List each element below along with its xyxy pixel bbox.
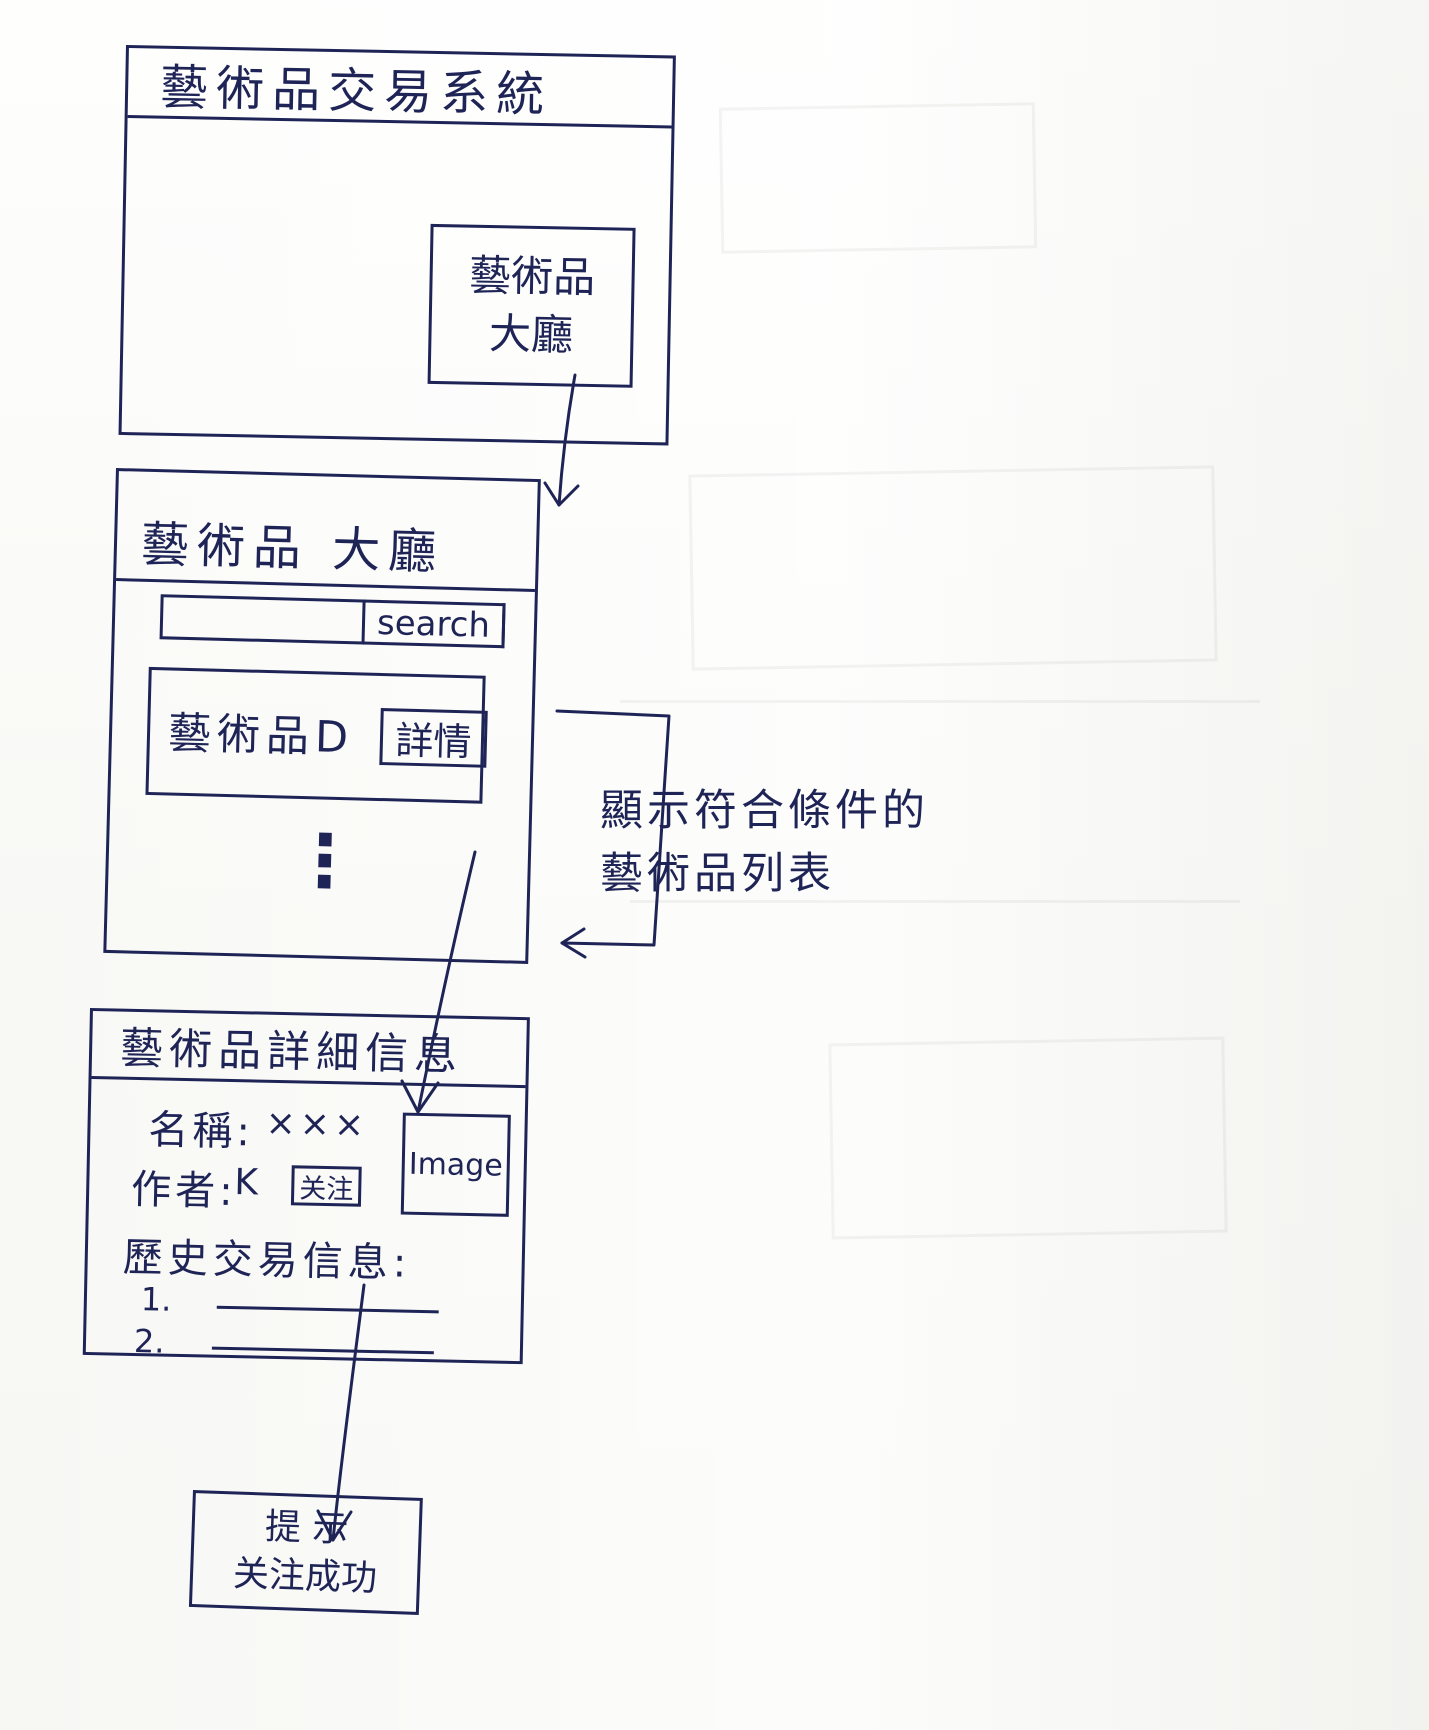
faint-sketch-box — [688, 465, 1218, 671]
faint-sketch-line — [620, 700, 1260, 703]
toast-title: 提 示 — [264, 1506, 350, 1550]
home-screen: 藝術品交易系統 藝術品 大廳 — [118, 45, 676, 446]
art-hall-button-line1: 藝術品 — [468, 250, 596, 303]
history-item-2-line — [211, 1346, 434, 1355]
annotation-line-1: 顯示符合條件的 — [600, 786, 929, 836]
name-label: 名稱: — [147, 1107, 255, 1156]
author-value: K — [233, 1162, 259, 1204]
art-hall-button-line2: 大廳 — [488, 309, 574, 360]
faint-sketch-box — [828, 1036, 1228, 1240]
follow-button-label: 关注 — [298, 1172, 354, 1206]
annotation-line-2: 藝術品列表 — [600, 849, 835, 899]
faint-sketch-box — [718, 102, 1038, 254]
faint-sketch-line — [630, 900, 1240, 903]
art-image-placeholder: Image — [400, 1112, 511, 1217]
art-detail-title: 藝術品詳細信息 — [119, 1023, 464, 1081]
image-placeholder-label: Image — [408, 1146, 504, 1184]
follow-button[interactable]: 关注 — [290, 1165, 362, 1207]
art-detail-screen: 藝術品詳細信息 名稱: ××× 作者: K 关注 Image 歷史交易信息: 1… — [82, 1008, 530, 1365]
history-label: 歷史交易信息: — [122, 1234, 412, 1287]
home-title: 藝術品交易系統 — [159, 59, 553, 123]
search-result-annotation: 顯示符合條件的 藝術品列表 — [600, 780, 929, 906]
art-item-name: 藝術品D — [167, 708, 355, 764]
art-detail-title-bar: 藝術品詳細信息 — [91, 1011, 527, 1089]
vertical-ellipsis-icon: ⋮ — [287, 817, 362, 904]
author-label: 作者: — [130, 1166, 238, 1216]
name-value: ××× — [265, 1102, 369, 1146]
art-list-item: 藝術品D 詳情 — [145, 666, 488, 804]
home-title-bar: 藝術品交易系統 — [127, 48, 673, 129]
search-button-label: search — [376, 602, 491, 646]
history-item-1-line — [216, 1305, 439, 1314]
follow-success-toast: 提 示 关注成功 — [188, 1490, 423, 1615]
art-hall-screen: 藝術品 大廳 search 藝術品D 詳情 ⋮ — [103, 468, 541, 964]
toast-message: 关注成功 — [232, 1552, 378, 1599]
art-hall-title-bar: 藝術品 大廳 — [116, 471, 538, 593]
history-item-1-number: 1. — [140, 1280, 172, 1319]
details-button[interactable]: 詳情 — [379, 708, 488, 768]
art-hall-title: 藝術品 大廳 — [140, 516, 445, 581]
art-hall-button[interactable]: 藝術品 大廳 — [427, 223, 636, 388]
details-button-label: 詳情 — [394, 718, 473, 765]
search-button[interactable]: search — [361, 599, 506, 649]
history-item-2-number: 2. — [133, 1321, 165, 1361]
